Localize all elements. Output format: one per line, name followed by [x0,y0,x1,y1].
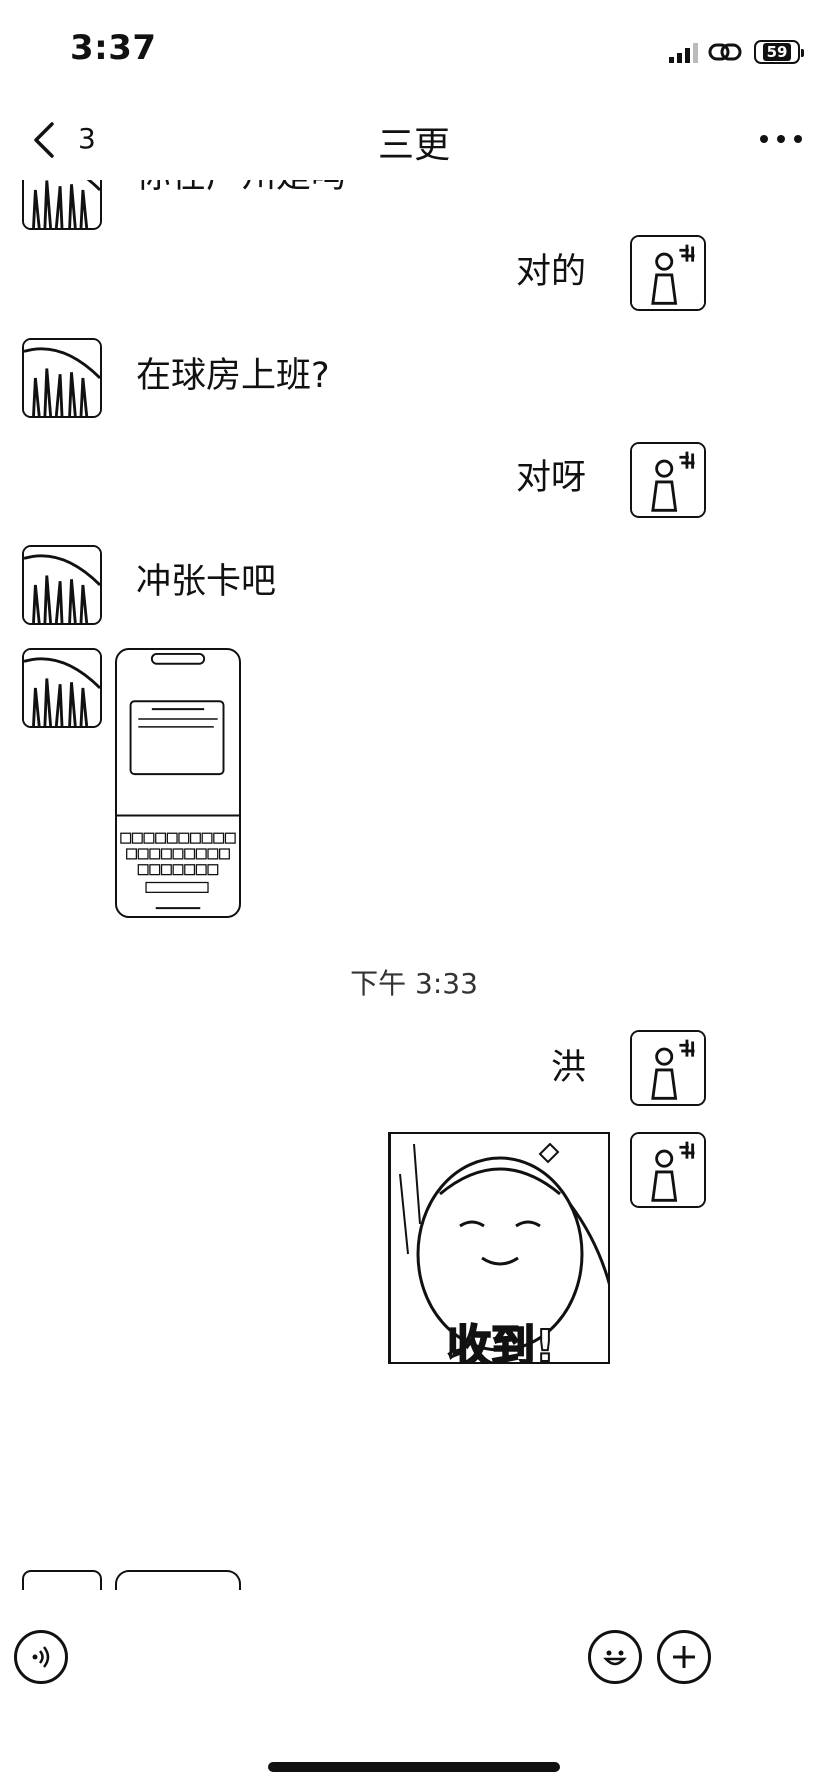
input-bar [0,1600,828,1710]
chat-title: 三更 [377,125,450,166]
message-text[interactable]: 在球房上班? [136,356,330,396]
message-text[interactable]: 冲张卡吧 [136,562,277,602]
home-indicator[interactable] [268,1762,560,1772]
plus-icon[interactable] [657,1630,711,1684]
chat-area[interactable]: 你在广州是吗 对的 在球房上班? 对呀 冲张卡吧 [0,180,828,1590]
unread-count[interactable]: 3 [78,122,96,155]
image-message-thumbnail[interactable] [115,648,241,918]
message-timestamp: 下午 3:33 [350,967,478,1000]
my-avatar[interactable] [630,1030,706,1106]
contact-avatar[interactable] [22,648,102,728]
contact-avatar[interactable] [22,338,102,418]
emoji-icon[interactable] [588,1630,642,1684]
message-text[interactable]: 洪 [550,1048,586,1088]
signal-icon [669,41,698,63]
image-message-thumbnail[interactable] [115,1570,241,1590]
status-bar: 3:37 59 [0,0,828,100]
link-icon [708,43,742,61]
contact-avatar[interactable] [22,545,102,625]
baby-face-sticker [390,1134,608,1362]
contact-avatar[interactable] [22,1570,102,1590]
message-text[interactable]: 对呀 [515,458,586,498]
more-dots-icon[interactable] [760,124,802,154]
sticker-message[interactable]: 收到! [388,1132,610,1364]
battery-level: 59 [762,43,792,61]
message-text[interactable]: 对的 [515,252,586,292]
my-avatar[interactable] [630,442,706,518]
status-time: 3:37 [70,28,157,68]
status-icons: 59 [669,34,804,70]
nav-bar: 3 三更 [0,100,828,180]
back-chevron-icon[interactable] [26,118,66,162]
my-avatar[interactable] [630,1132,706,1208]
screenshot-preview-image [117,652,239,910]
battery-icon: 59 [754,40,804,64]
message-text[interactable]: 你在广州是吗 [136,180,346,198]
my-avatar[interactable] [630,235,706,311]
voice-icon[interactable] [14,1630,68,1684]
sticker-caption: 收到! [446,1320,556,1364]
contact-avatar[interactable] [22,180,102,230]
